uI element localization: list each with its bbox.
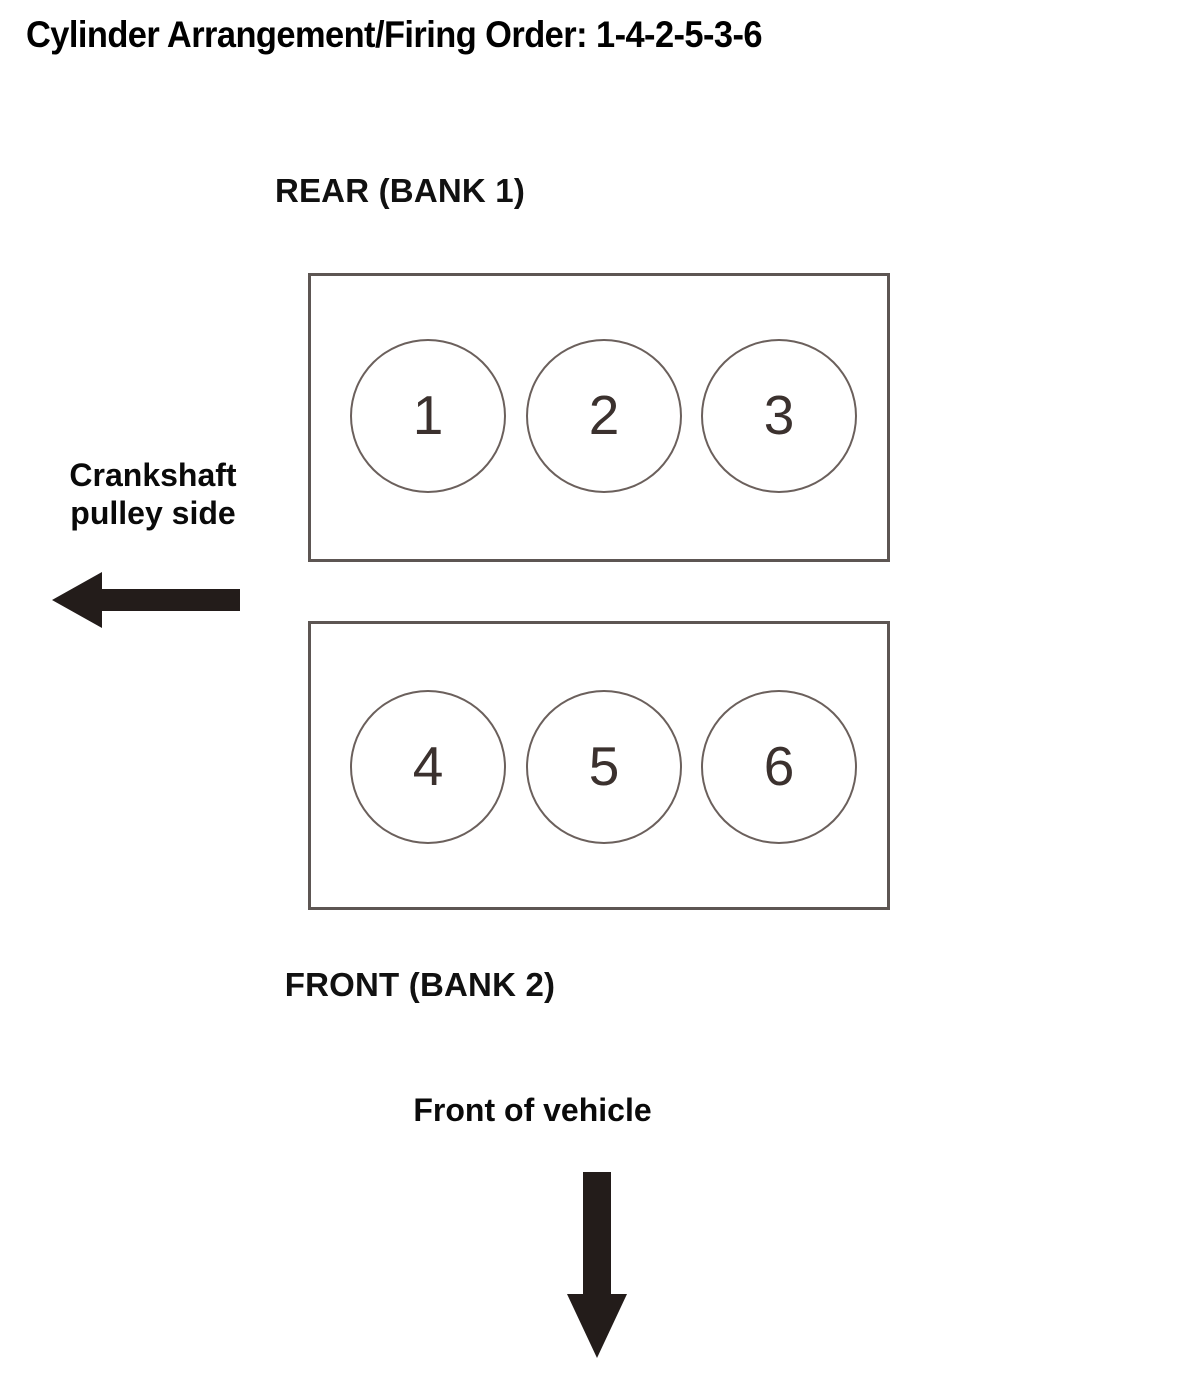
cylinder-6-number: 6 — [763, 734, 795, 797]
cylinder-3: 3 — [701, 339, 857, 493]
crankshaft-pulley-side-label: Crankshaft pulley side — [18, 457, 288, 533]
cylinder-3-number: 3 — [763, 383, 795, 446]
cylinder-2: 2 — [526, 339, 682, 493]
front-bank-label: FRONT (BANK 2) — [284, 966, 556, 1003]
cylinder-6: 6 — [701, 690, 857, 844]
cylinder-2-number: 2 — [588, 383, 620, 446]
cylinder-4-number: 4 — [412, 734, 444, 797]
down-arrow-icon — [567, 1172, 627, 1358]
diagram-title: Cylinder Arrangement/Firing Order: 1-4-2… — [26, 14, 763, 55]
cylinder-5-number: 5 — [588, 734, 620, 797]
front-of-vehicle-label: Front of vehicle — [413, 1092, 652, 1128]
rear-bank-label: REAR (BANK 1) — [274, 172, 526, 209]
left-arrow-icon — [52, 572, 240, 628]
cylinder-5: 5 — [526, 690, 682, 844]
cylinder-4: 4 — [350, 690, 506, 844]
crankshaft-label-line-1: Crankshaft — [69, 457, 237, 493]
cylinder-1: 1 — [350, 339, 506, 493]
cylinder-1-number: 1 — [412, 383, 444, 446]
crankshaft-label-line-2: pulley side — [70, 494, 236, 531]
